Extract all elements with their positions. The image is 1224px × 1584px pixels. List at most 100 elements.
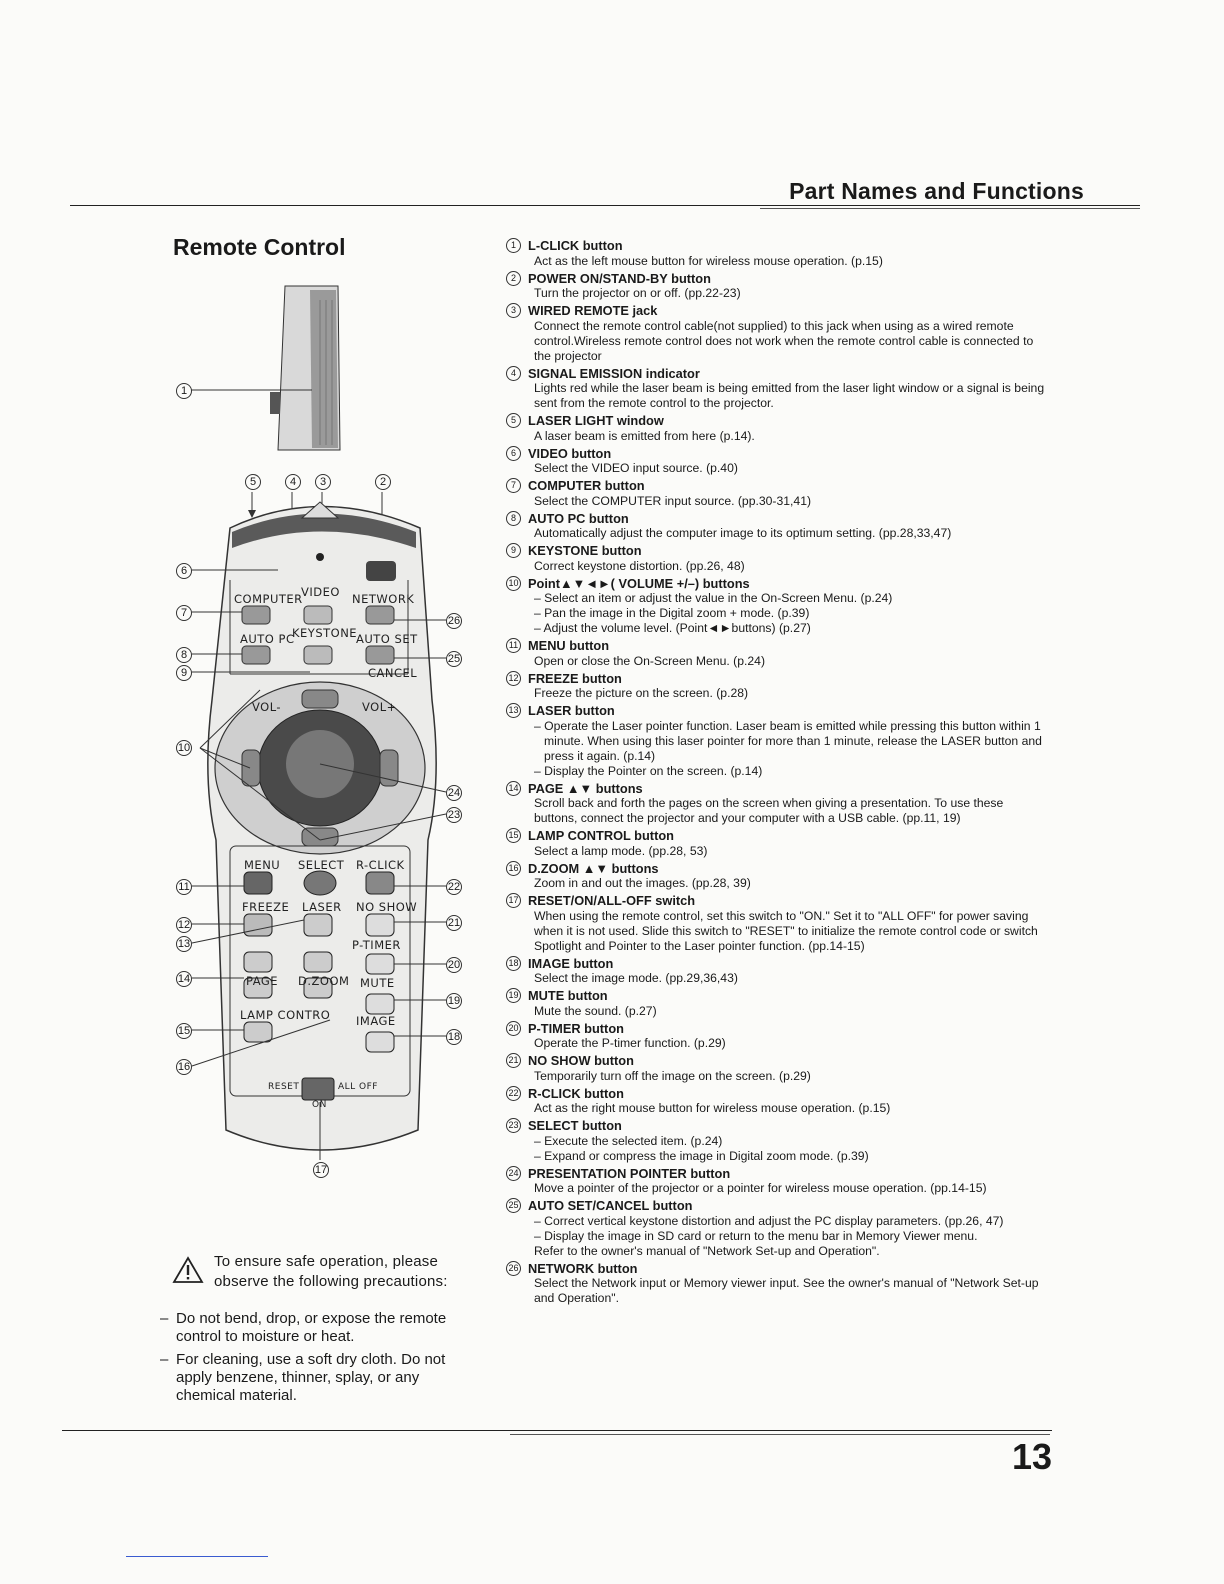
function-number: 17 (506, 893, 521, 909)
function-title: PAGE ▲▼ buttons (528, 780, 643, 796)
caution-text: To ensure safe operation, please observe… (214, 1253, 448, 1290)
function-number: 10 (506, 575, 521, 591)
function-description: – Execute the selected item. (p.24)– Exp… (506, 1134, 1046, 1164)
function-description: When using the remote control, set this … (506, 909, 1046, 954)
remote-label-network: NETWORK (352, 592, 415, 606)
function-description: Scroll back and forth the pages on the s… (506, 796, 1046, 826)
function-number: 14 (506, 780, 521, 796)
function-description: Operate the P-timer function. (p.29) (506, 1036, 1046, 1051)
function-number: 23 (506, 1118, 521, 1134)
function-description-line: Select a lamp mode. (pp.28, 53) (534, 843, 708, 858)
function-description: Freeze the picture on the screen. (p.28) (506, 686, 1046, 701)
callout-2: 2 (375, 474, 391, 490)
remote-label-cancel: CANCEL (368, 666, 418, 680)
function-description-line: Act as the left mouse button for wireles… (534, 253, 883, 268)
callout-4: 4 (285, 474, 301, 490)
function-heading: 3 WIRED REMOTE jack (506, 303, 1046, 319)
function-title: COMPUTER button (528, 478, 645, 493)
function-description-line: Lights red while the laser beam is being… (534, 381, 1045, 410)
function-number: 25 (506, 1198, 521, 1214)
remote-label-lamp-control: LAMP CONTRO (240, 1008, 331, 1022)
callout-16: 16 (176, 1059, 192, 1075)
function-description-line: Freeze the picture on the screen. (p.28) (534, 686, 749, 700)
function-number: 22 (506, 1085, 521, 1101)
callout-19: 19 (446, 993, 462, 1009)
function-description: Connect the remote control cable(not sup… (506, 319, 1046, 364)
remote-label-reset: RESET (268, 1082, 300, 1092)
remote-label-freeze: FREEZE (242, 900, 290, 914)
function-title: AUTO PC button (528, 510, 629, 526)
function-description: – Select an item or adjust the value in … (506, 591, 1046, 636)
function-title: R-CLICK button (528, 1085, 624, 1101)
function-heading: 23 SELECT button (506, 1118, 1046, 1134)
function-description-line: – Execute the selected item. (p.24) (534, 1133, 723, 1148)
function-description-line: Move a pointer of the projector or a poi… (534, 1181, 987, 1195)
remote-illustration (190, 285, 447, 1160)
function-number: 13 (506, 703, 521, 719)
remote-label-auto-set: AUTO SET (356, 632, 418, 646)
callout-21: 21 (446, 915, 462, 931)
function-description-line: When using the remote control, set this … (534, 908, 1038, 953)
function-description-line: – Display the image in SD card or return… (534, 1228, 978, 1243)
callout-23: 23 (446, 807, 462, 823)
footer-rule-thin (510, 1434, 1050, 1435)
function-title: P-TIMER button (528, 1020, 624, 1036)
function-description-line: Zoom in and out the images. (pp.28, 39) (534, 876, 751, 890)
remote-label-d-zoom: D.ZOOM (298, 974, 350, 988)
callout-9: 9 (176, 665, 192, 681)
page-header-title: Part Names and Functions (789, 178, 1084, 204)
function-number: 5 (506, 413, 521, 429)
function-title: RESET/ON/ALL-OFF switch (528, 893, 696, 908)
remote-label-no-show: NO SHOW (356, 900, 418, 914)
function-description: Select the Network input or Memory viewe… (506, 1276, 1046, 1306)
function-description-line: Select the COMPUTER input source. (pp.30… (534, 493, 812, 508)
function-description-line: Open or close the On-Screen Menu. (p.24) (534, 653, 766, 668)
callout-17: 17 (313, 1162, 329, 1178)
callout-15: 15 (176, 1023, 192, 1039)
header-rule (70, 205, 1140, 206)
precaution-item: For cleaning, use a soft dry cloth. Do n… (160, 1351, 465, 1405)
remote-control-diagram: COMPUTER VIDEO NETWORK AUTO PC KEYSTONE … (170, 280, 470, 1190)
function-title: MUTE button (528, 988, 608, 1003)
function-title: MENU button (528, 638, 610, 653)
function-number: 16 (506, 860, 521, 876)
function-description: Select the VIDEO input source. (p.40) (506, 461, 1046, 476)
callout-25: 25 (446, 651, 462, 667)
remote-label-vol-plus: VOL+ (362, 700, 397, 714)
function-number: 3 (506, 303, 521, 319)
function-description: Mute the sound. (p.27) (506, 1004, 1046, 1019)
function-title: SELECT button (528, 1118, 622, 1133)
callout-6: 6 (176, 563, 192, 579)
remote-label-video: VIDEO (301, 585, 340, 599)
function-description-line: Select the Network input or Memory viewe… (534, 1276, 1039, 1305)
function-title: WIRED REMOTE jack (528, 303, 658, 318)
remote-label-all-off: ALL OFF (338, 1082, 378, 1092)
remote-label-r-click: R-CLICK (356, 858, 405, 872)
function-description: Automatically adjust the computer image … (506, 526, 1046, 541)
remote-label-auto-pc: AUTO PC (240, 632, 295, 646)
function-title: FREEZE button (528, 670, 622, 686)
function-description: Correct keystone distortion. (pp.26, 48) (506, 559, 1046, 574)
remote-label-mute: MUTE (360, 976, 395, 990)
function-number: 4 (506, 365, 521, 381)
